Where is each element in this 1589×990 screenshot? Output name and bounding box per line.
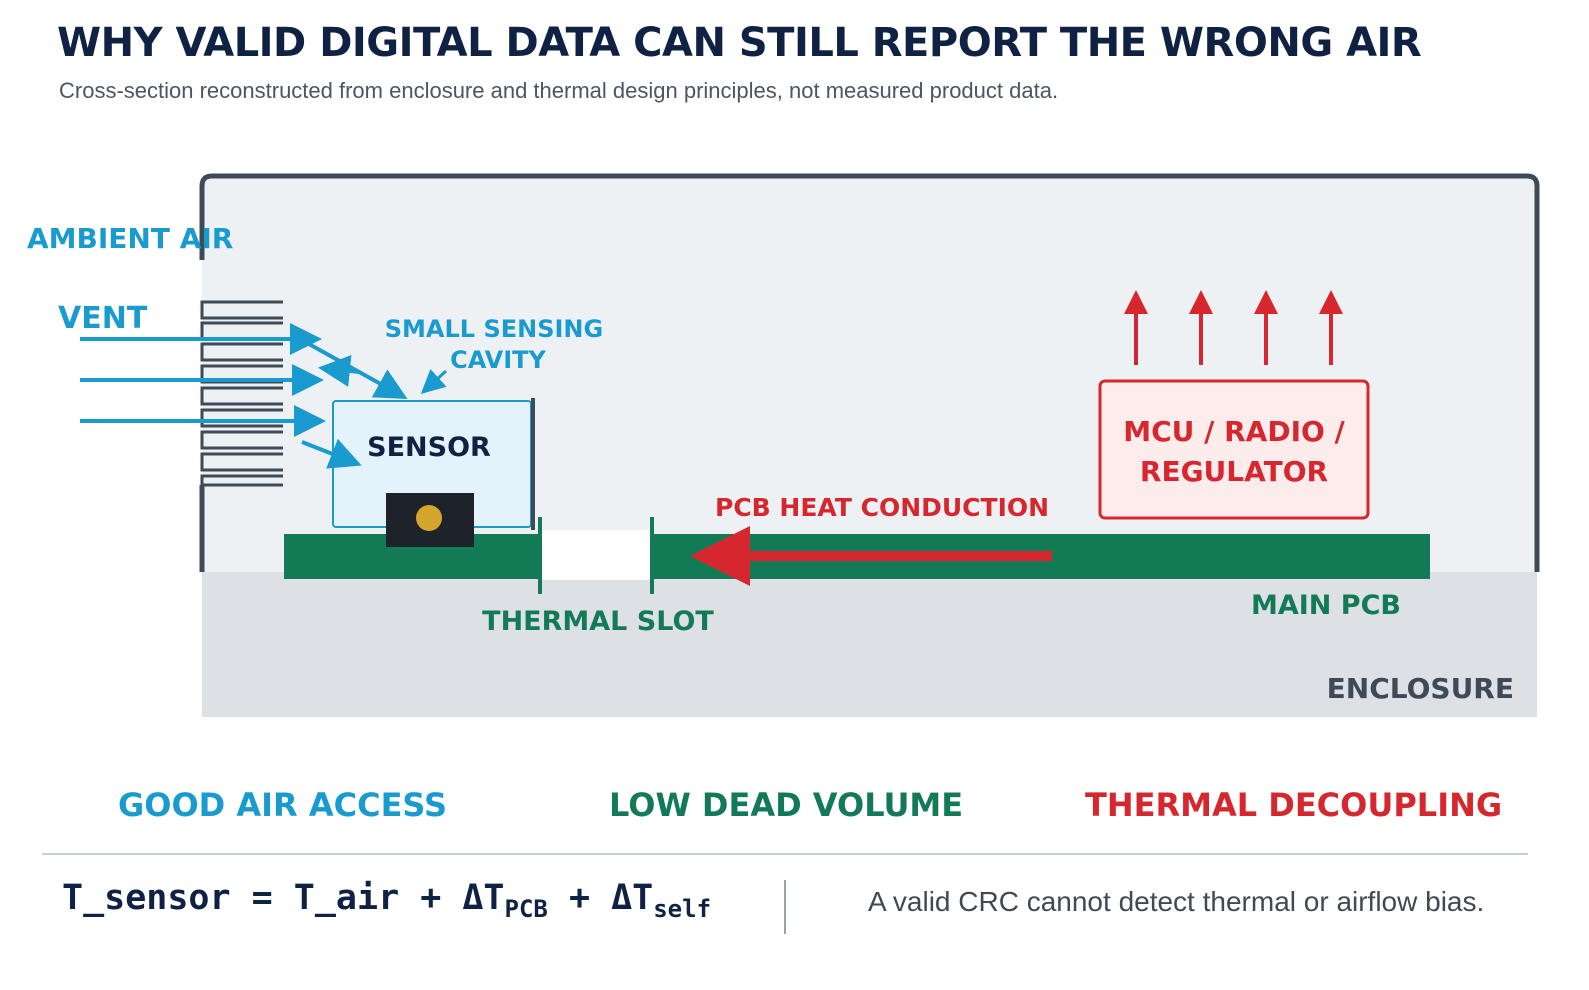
arrow-right-icon	[318, 355, 361, 387]
cavity-label-line1: SMALL SENSING	[385, 315, 603, 343]
mcu-box	[1098, 379, 1370, 520]
formula-main: T_sensor = T_air + ΔT	[62, 878, 505, 918]
enclosure-label: ENCLOSURE	[1327, 672, 1514, 705]
principle-thermal-decoupling: THERMAL DECOUPLING	[1085, 786, 1503, 824]
mcu-label-line2: REGULATOR	[1140, 455, 1328, 488]
enclosure-floor	[202, 572, 1537, 717]
ambient-air-label: AMBIENT AIR	[27, 222, 233, 255]
arrow-right-icon	[299, 337, 408, 399]
footer-divider	[42, 853, 1528, 855]
mcu-label-line1: MCU / RADIO /	[1123, 415, 1345, 448]
arrow-down-left-icon	[420, 368, 448, 395]
vent-label: VENT	[58, 301, 148, 336]
heat-conduction-label: PCB HEAT CONDUCTION	[715, 493, 1049, 522]
arrow-right-icon	[301, 438, 362, 469]
thermal-slot-label: THERMAL SLOT	[482, 606, 714, 637]
principle-low-dead-volume: LOW DEAD VOLUME	[609, 786, 964, 824]
page-title: WHY VALID DIGITAL DATA CAN STILL REPORT …	[57, 20, 1422, 66]
enclosure-outline-top	[199, 173, 1540, 572]
formula-subscript-self: self	[653, 895, 712, 923]
thermal-slot-gap	[540, 530, 652, 580]
cavity-label-line2: CAVITY	[450, 346, 546, 374]
formula-subscript-pcb: PCB	[504, 895, 548, 923]
airflow-arrows	[80, 323, 448, 469]
formula-plus: + ΔT	[547, 878, 654, 918]
sensor-label: SENSOR	[367, 432, 491, 463]
sensor-temperature-formula: T_sensor = T_air + ΔTPCB + ΔTself	[62, 878, 711, 923]
footer-vertical-divider	[784, 880, 786, 934]
sensor-element-dot	[416, 505, 442, 531]
main-pcb-label: MAIN PCB	[1251, 590, 1401, 621]
heat-rise-arrows	[1124, 290, 1343, 365]
page-subtitle: Cross-section reconstructed from enclosu…	[59, 78, 1059, 103]
cross-section-diagram: SENSOR MCU / RADIO / REGULATOR PCB HEAT …	[27, 173, 1540, 717]
principle-good-air-access: GOOD AIR ACCESS	[118, 786, 448, 824]
crc-note: A valid CRC cannot detect thermal or air…	[868, 886, 1485, 917]
